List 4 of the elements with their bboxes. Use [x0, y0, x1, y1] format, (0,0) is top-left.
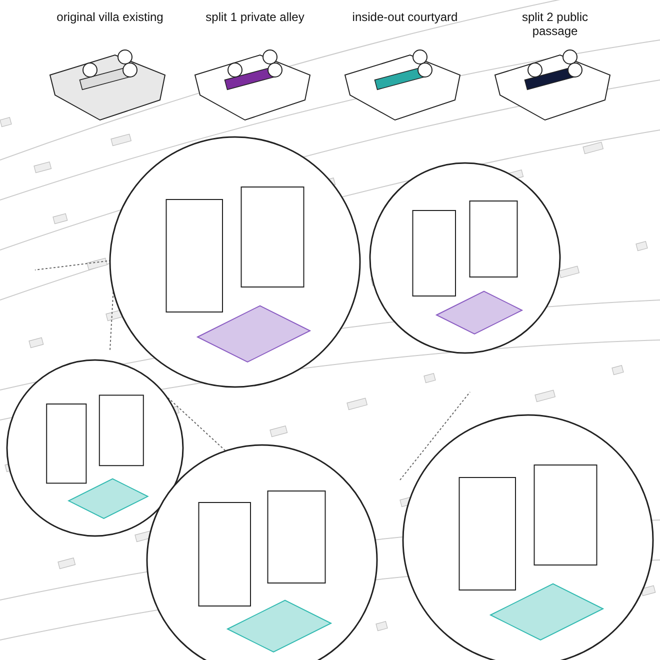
drawing-caption: original villa existing: [56, 10, 164, 24]
drawing-caption: inside-out courtyard: [351, 10, 459, 24]
drawing-caption: split 2 public passage: [520, 10, 590, 38]
drawing-caption: split 1 private alley: [204, 10, 306, 24]
